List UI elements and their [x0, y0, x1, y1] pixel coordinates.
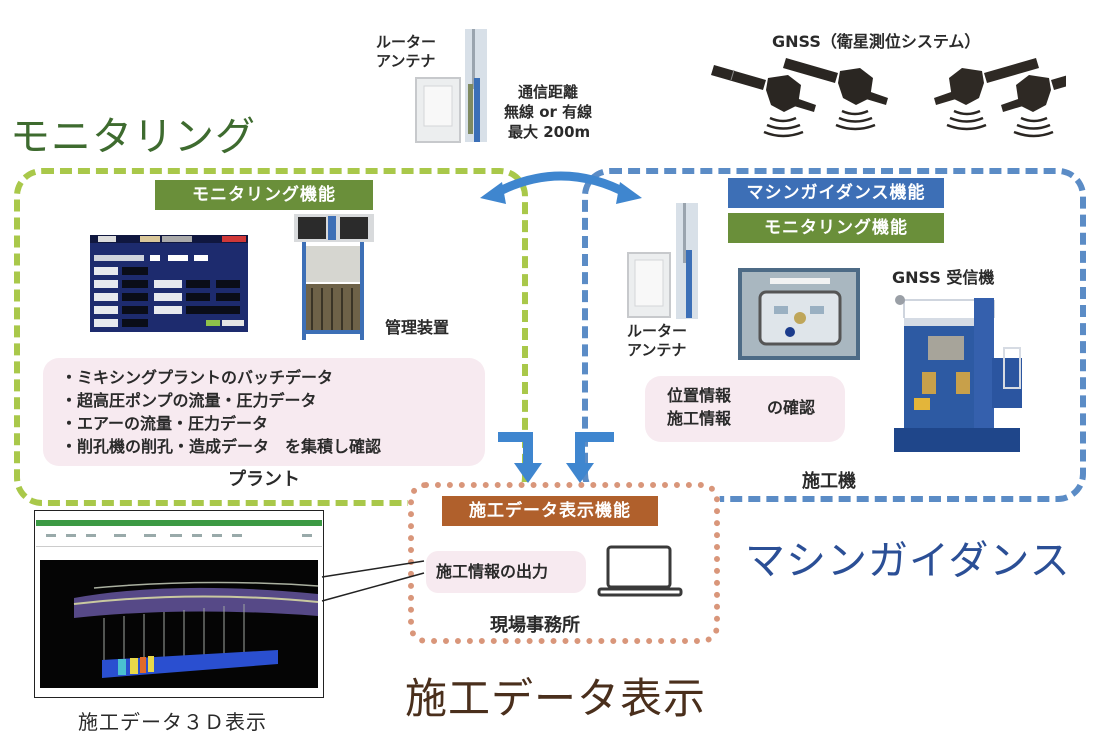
construction-info-label: 施工情報 [667, 409, 732, 428]
down-arrows-icon [498, 432, 614, 483]
construction-3d-screenshot [34, 510, 324, 698]
plant-data-item: ・エアーの流量・圧力データ [61, 414, 269, 433]
satellite-icon [934, 58, 1039, 131]
machine-info-box: 位置情報 施工情報 の確認 [645, 376, 845, 442]
router-antenna-line: ルーター [627, 322, 688, 340]
router-antenna-photo-machine [627, 203, 698, 319]
router-antenna-line: アンテナ [376, 52, 436, 70]
plant-data-item: ・ミキシングプラントのバッチデータ [61, 368, 334, 387]
construction-info-output: 施工情報の出力 [426, 551, 586, 593]
router-antenna-line: ルーター [376, 33, 437, 51]
management-device-label: 管理装置 [385, 318, 450, 337]
plant-label: プラント [228, 469, 300, 490]
communication-spec: 通信距離 無線 or 有線 最大 200m [504, 82, 592, 142]
communication-max-range: 最大 200m [508, 123, 591, 141]
construction-machine-image [894, 295, 1022, 452]
machine-guidance-area [582, 168, 1086, 502]
router-antenna-line: アンテナ [627, 341, 687, 359]
callout-lines [321, 560, 425, 602]
heading-monitoring: モニタリング [10, 114, 256, 160]
monitoring-function-badge-machine: モニタリング機能 [728, 213, 944, 243]
router-antenna-photo-top [415, 29, 487, 143]
plant-monitoring-area [14, 168, 528, 506]
gnss-title: GNSS（衛星測位システム） [772, 32, 981, 51]
construction-data-display-function-badge: 施工データ表示機能 [442, 496, 658, 526]
monitoring-screen-image [90, 235, 248, 332]
satellite-icon [783, 58, 888, 131]
3d-display-caption: 施工データ３Ｄ表示 [78, 710, 267, 734]
machine-guidance-function-badge: マシンガイダンス機能 [728, 178, 944, 208]
gnss-satellites [711, 58, 1066, 138]
plant-data-item: ・削孔機の削孔・造成データ を集積し確認 [61, 437, 382, 456]
construction-info-output-label: 施工情報の出力 [436, 562, 549, 581]
site-office-label: 現場事務所 [490, 615, 580, 636]
construction-machine-label: 施工機 [802, 471, 856, 492]
plant-data-list: ・ミキシングプラントのバッチデータ ・超高圧ポンプの流量・圧力データ ・エアーの… [43, 358, 485, 466]
router-antenna-label-machine: ルーター アンテナ [627, 322, 687, 360]
satellite-icon [711, 65, 816, 138]
heading-machine-guidance: マシンガイダンス [745, 538, 1071, 584]
machine-info-suffix: の確認 [767, 398, 816, 417]
communication-distance-label: 通信距離 [518, 83, 579, 101]
communication-mode: 無線 or 有線 [504, 103, 593, 121]
router-antenna-label-top: ルーター アンテナ [376, 33, 436, 71]
laptop-icon [597, 545, 683, 597]
satellite-icon [1001, 75, 1066, 138]
position-info-label: 位置情報 [667, 386, 732, 405]
plant-data-item: ・超高圧ポンプの流量・圧力データ [61, 391, 317, 410]
heading-construction-data-display: 施工データ表示 [405, 674, 707, 723]
bidirectional-arrow-icon [480, 171, 642, 204]
gnss-receiver-label: GNSS 受信機 [892, 268, 995, 287]
machine-info-lines: 位置情報 施工情報 [667, 384, 731, 430]
guidance-monitor-image [738, 268, 860, 360]
monitoring-function-badge: モニタリング機能 [155, 180, 373, 210]
management-device-image [294, 214, 374, 340]
